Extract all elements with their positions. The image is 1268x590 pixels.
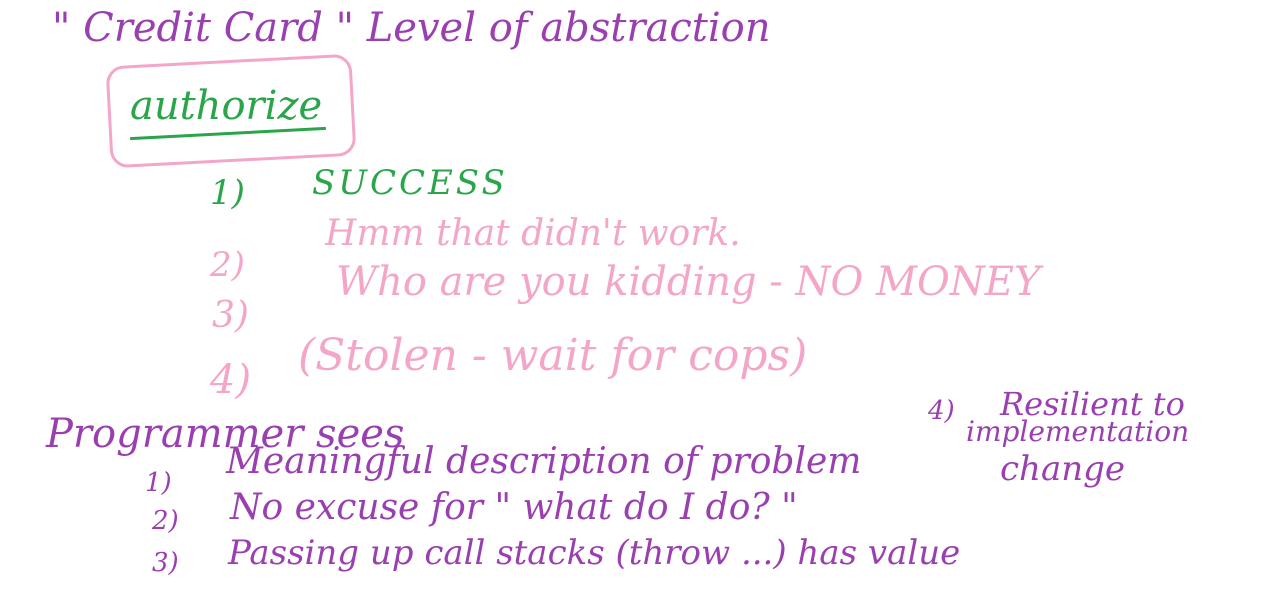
programmer-point-2-text: No excuse for " what do I do? "	[230, 487, 798, 528]
response-3-num: 3)	[212, 295, 249, 336]
programmer-point-3-text: Passing up call stacks (throw ...) has v…	[228, 533, 961, 573]
programmer-point-1-num: 1)	[145, 468, 172, 498]
programmer-point-1-text: Meaningful description of problem	[226, 441, 862, 482]
programmer-point-3-num: 3)	[152, 548, 179, 578]
response-1-text: SUCCESS	[312, 163, 508, 203]
side-point-line-2: implementation	[966, 415, 1190, 448]
response-3-text: Who are you kidding - NO MONEY	[336, 259, 1041, 305]
side-point-num: 4)	[928, 396, 955, 426]
response-2-num: 2)	[210, 245, 245, 285]
response-4-num: 4)	[210, 357, 252, 403]
heading-text: " Credit Card " Level of abstraction	[52, 5, 771, 51]
side-point-line-3: change	[1000, 449, 1125, 489]
programmer-heading: Programmer sees	[46, 411, 405, 457]
response-4-text: (Stolen - wait for cops)	[298, 330, 808, 381]
response-1-num: 1)	[210, 173, 245, 213]
side-point-line-1: Resilient to	[1000, 385, 1185, 423]
authorize-label: authorize	[130, 83, 323, 129]
programmer-point-2-num: 2)	[152, 506, 179, 536]
response-2-text: Hmm that didn't work.	[325, 213, 741, 254]
